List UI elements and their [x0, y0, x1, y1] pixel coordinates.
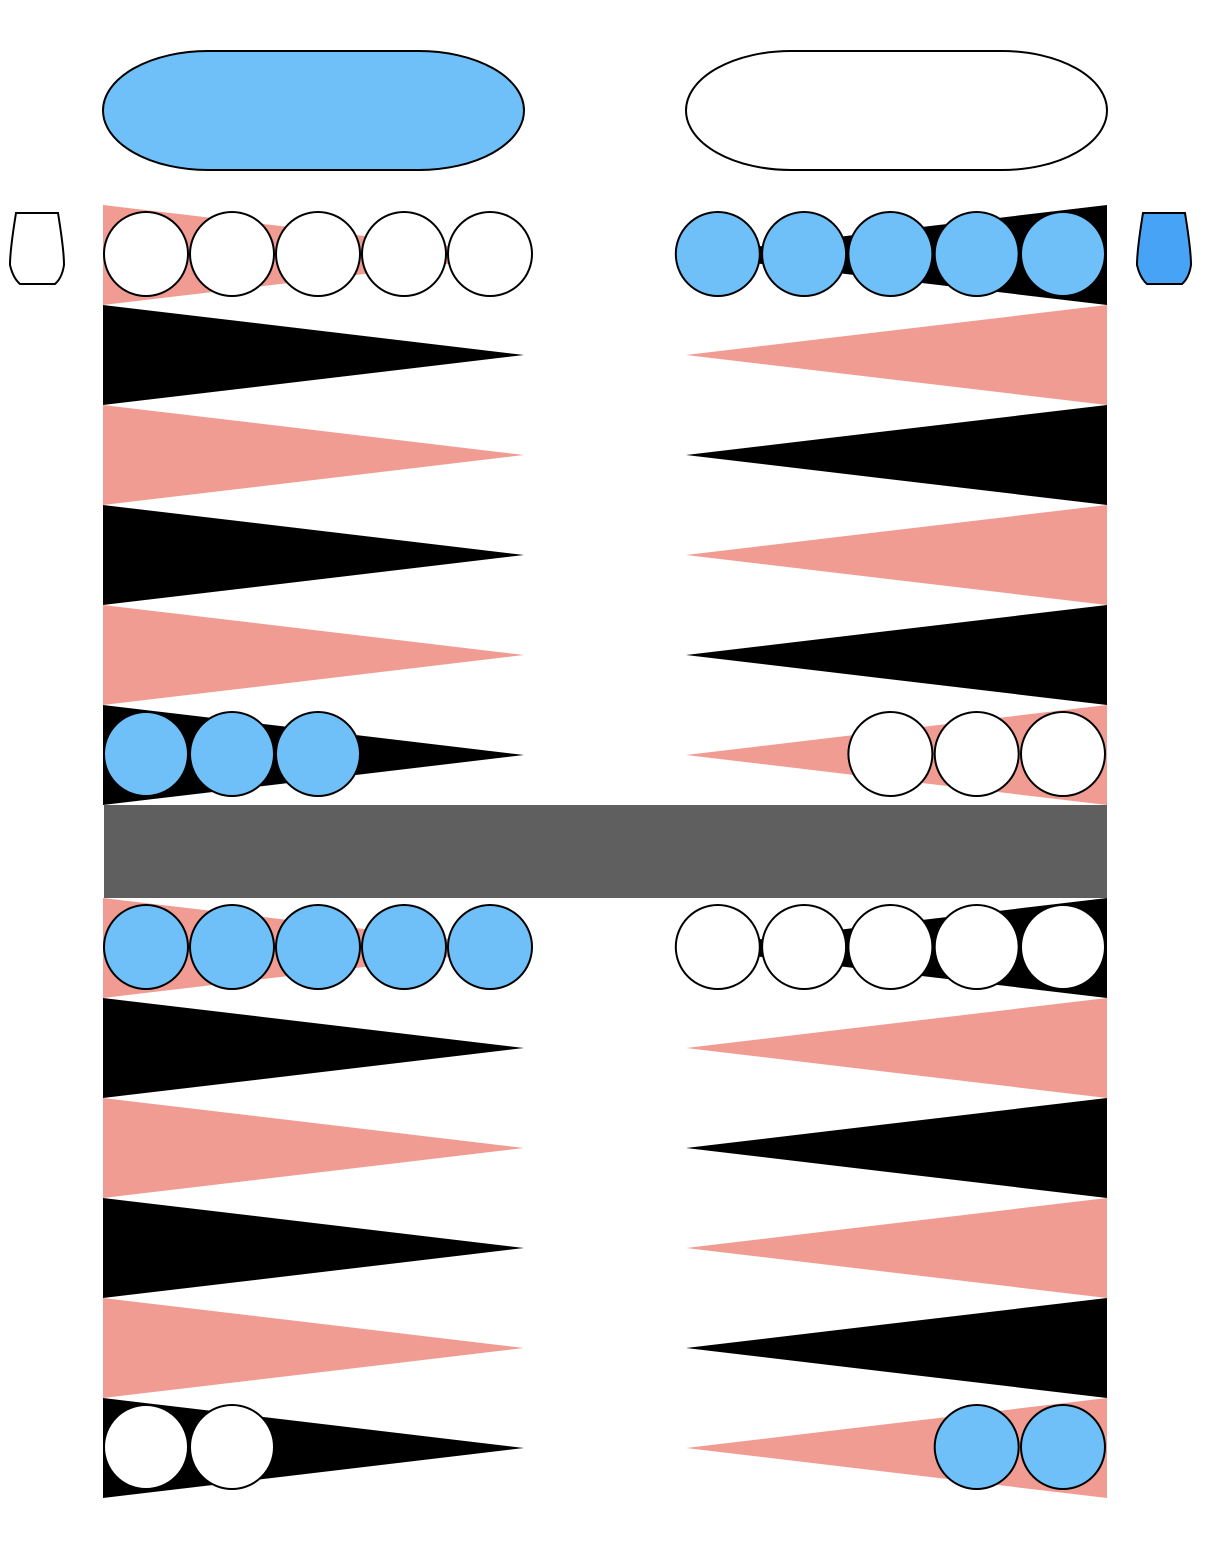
blue-checker[interactable]	[674, 211, 761, 297]
white-checker[interactable]	[275, 211, 361, 297]
blue-checker[interactable]	[761, 211, 848, 297]
bar[interactable]	[104, 805, 1107, 898]
blue-checker[interactable]	[933, 211, 1020, 297]
checkers-layer	[103, 211, 1106, 1490]
blue-checker[interactable]	[933, 1404, 1020, 1490]
white-checker[interactable]	[447, 211, 533, 297]
white-checker[interactable]	[933, 711, 1020, 797]
blue-checker[interactable]	[103, 904, 189, 990]
white-checker[interactable]	[1020, 904, 1106, 990]
point-bottom-right-4[interactable]	[686, 1298, 1107, 1398]
point-bottom-left-4[interactable]	[103, 1298, 524, 1398]
white-checker[interactable]	[1020, 711, 1106, 797]
white-dice-cup-icon[interactable]	[8, 212, 66, 285]
white-checker[interactable]	[103, 211, 189, 297]
player-white-pill[interactable]	[685, 50, 1108, 171]
blue-checker[interactable]	[103, 711, 189, 797]
blue-checker[interactable]	[447, 904, 533, 990]
point-top-right-4[interactable]	[686, 605, 1107, 705]
white-checker[interactable]	[189, 1404, 275, 1490]
point-top-left-2[interactable]	[103, 405, 524, 505]
point-top-left-3[interactable]	[103, 505, 524, 605]
blue-checker[interactable]	[847, 211, 934, 297]
blue-checker[interactable]	[189, 711, 275, 797]
point-bottom-right-1[interactable]	[686, 998, 1107, 1098]
point-top-left-1[interactable]	[103, 305, 524, 405]
point-bottom-left-3[interactable]	[103, 1198, 524, 1298]
point-bottom-left-1[interactable]	[103, 998, 524, 1098]
point-bottom-right-2[interactable]	[686, 1098, 1107, 1198]
player-blue-pill[interactable]	[102, 50, 525, 171]
point-bottom-left-2[interactable]	[103, 1098, 524, 1198]
point-top-right-1[interactable]	[686, 305, 1107, 405]
white-checker[interactable]	[361, 211, 447, 297]
blue-checker[interactable]	[189, 904, 275, 990]
point-top-right-2[interactable]	[686, 405, 1107, 505]
blue-checker[interactable]	[1020, 1404, 1106, 1490]
point-top-right-3[interactable]	[686, 505, 1107, 605]
blue-checker[interactable]	[361, 904, 447, 990]
white-checker[interactable]	[847, 904, 934, 990]
blue-checker[interactable]	[275, 711, 361, 797]
white-checker[interactable]	[847, 711, 934, 797]
blue-checker[interactable]	[1020, 211, 1106, 297]
point-top-left-4[interactable]	[103, 605, 524, 705]
white-checker[interactable]	[761, 904, 848, 990]
white-checker[interactable]	[933, 904, 1020, 990]
point-bottom-right-3[interactable]	[686, 1198, 1107, 1298]
blue-dice-cup-icon[interactable]	[1135, 212, 1193, 285]
white-checker[interactable]	[674, 904, 761, 990]
white-checker[interactable]	[189, 211, 275, 297]
white-checker[interactable]	[103, 1404, 189, 1490]
blue-checker[interactable]	[275, 904, 361, 990]
